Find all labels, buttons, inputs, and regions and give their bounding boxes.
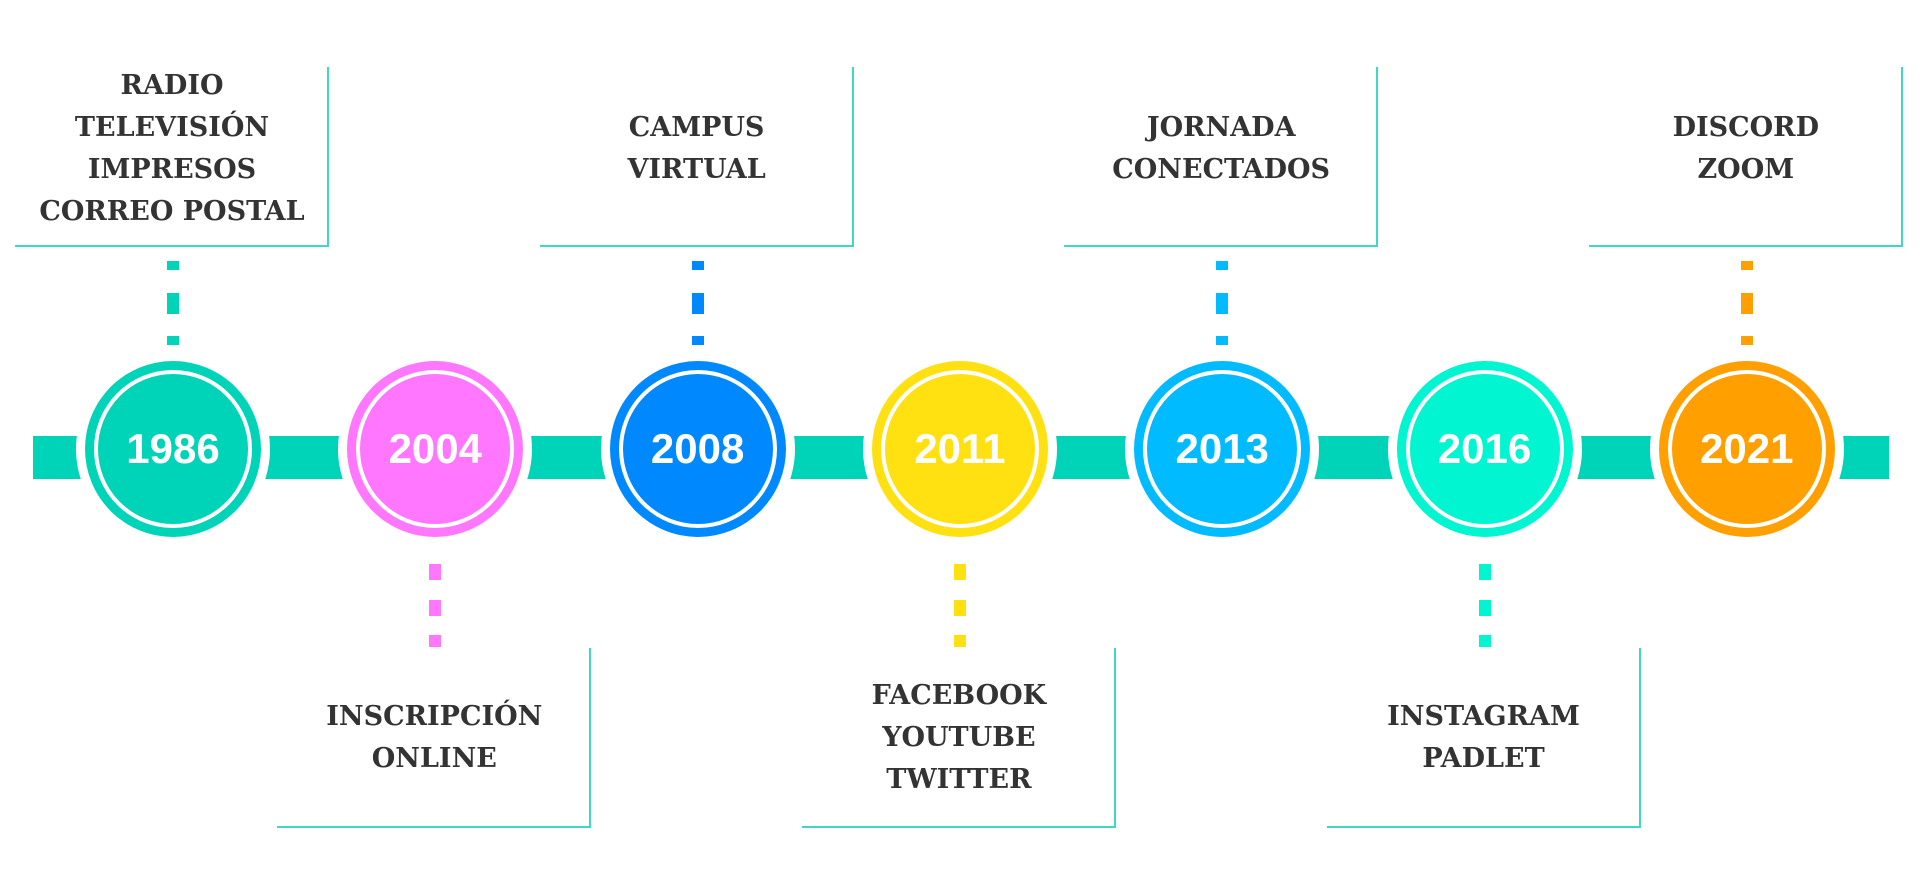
- milestone-item: FACEBOOK: [871, 679, 1047, 711]
- connector-dash: [167, 336, 179, 345]
- connector-dash: [953, 635, 966, 647]
- milestone-text: RADIO TELEVISIÓN IMPRESOS CORREO POSTAL: [15, 67, 329, 230]
- connector-dash: [1478, 635, 1491, 647]
- milestone-item: VIRTUAL: [627, 153, 766, 185]
- milestone-box-2013: JORNADA CONECTADOS: [1064, 67, 1379, 247]
- milestone-year: 2004: [388, 425, 483, 472]
- milestone-item: TWITTER: [886, 763, 1032, 795]
- milestone-item: JORNADA: [1146, 111, 1296, 143]
- milestone-item: CAMPUS: [628, 111, 765, 143]
- milestone-circle-2008: 2008: [609, 361, 786, 537]
- connector-dash: [1216, 293, 1229, 314]
- milestone-box-2004: INSCRIPCIÓN ONLINE: [277, 648, 592, 828]
- circle-ring: [1667, 370, 1826, 528]
- milestone-item: IMPRESOS: [87, 153, 257, 185]
- milestone-text: INSTAGRAM PADLET: [1327, 655, 1641, 820]
- milestone-year: 2013: [1175, 425, 1269, 472]
- milestone-year: 2016: [1437, 425, 1532, 472]
- milestone-text: JORNADA CONECTADOS: [1064, 67, 1378, 230]
- connector-dash: [691, 293, 704, 314]
- milestone-box-1986: RADIO TELEVISIÓN IMPRESOS CORREO POSTAL: [15, 67, 329, 247]
- milestone-item: RADIO: [120, 69, 224, 101]
- milestone-circle-2011: 2011: [871, 361, 1048, 537]
- connector-dash: [953, 564, 966, 580]
- connector-dash: [953, 600, 966, 616]
- connector-dash: [691, 261, 704, 270]
- milestone-text: DISCORD ZOOM: [1589, 67, 1903, 230]
- circle-ring: [356, 370, 515, 528]
- connector-dash: [429, 635, 442, 647]
- connector-dash: [167, 261, 179, 270]
- milestone-item: CORREO POSTAL: [39, 195, 305, 227]
- connector-dash: [1740, 293, 1753, 314]
- connector-dash: [429, 564, 442, 580]
- connector-dash: [1478, 564, 1491, 580]
- connector-dash: [1478, 600, 1491, 616]
- milestone-circle-2021: 2021: [1658, 361, 1835, 537]
- milestone-circle-2004: 2004: [347, 361, 524, 537]
- milestone-circle-1986: 1986: [85, 361, 261, 537]
- milestone-circle-2016: 2016: [1396, 361, 1573, 537]
- connector-dash: [167, 293, 179, 314]
- circle-ring: [1405, 370, 1564, 528]
- milestone-text: INSCRIPCIÓN ONLINE: [277, 655, 591, 820]
- milestone-year: 1986: [126, 425, 220, 472]
- connector-dash: [1216, 261, 1229, 270]
- milestone-year: 2011: [914, 425, 1006, 472]
- milestone-text: FACEBOOK YOUTUBE TWITTER: [802, 655, 1116, 820]
- milestone-year: 2008: [650, 425, 745, 472]
- connector-dash: [429, 600, 442, 616]
- connector-dash: [1740, 261, 1753, 270]
- circle-ring: [880, 370, 1039, 528]
- milestone-item: ONLINE: [371, 742, 497, 774]
- milestone-item: INSCRIPCIÓN: [326, 700, 543, 732]
- milestone-box-2011: FACEBOOK YOUTUBE TWITTER: [801, 648, 1116, 828]
- milestone-item: INSTAGRAM: [1387, 700, 1580, 732]
- connector-dash: [1740, 336, 1753, 345]
- milestone-item: ZOOM: [1697, 153, 1795, 185]
- milestone-item: DISCORD: [1672, 111, 1819, 143]
- milestone-box-2008: CAMPUS VIRTUAL: [539, 67, 854, 247]
- milestone-text: CAMPUS VIRTUAL: [540, 67, 854, 230]
- milestone-item: YOUTUBE: [882, 721, 1036, 753]
- circle-ring: [94, 370, 252, 528]
- connector-dash: [1216, 336, 1229, 345]
- milestone-circle-2013: 2013: [1134, 361, 1311, 537]
- circle-ring: [1143, 370, 1302, 528]
- milestone-box-2021: DISCORD ZOOM: [1588, 67, 1903, 247]
- milestone-item: TELEVISIÓN: [74, 111, 270, 143]
- milestone-year: 2021: [1700, 425, 1794, 472]
- milestone-item: PADLET: [1422, 742, 1545, 774]
- milestone-box-2016: INSTAGRAM PADLET: [1326, 648, 1641, 828]
- connector-dash: [691, 336, 704, 345]
- milestone-item: CONECTADOS: [1112, 153, 1331, 185]
- circle-ring: [618, 370, 777, 528]
